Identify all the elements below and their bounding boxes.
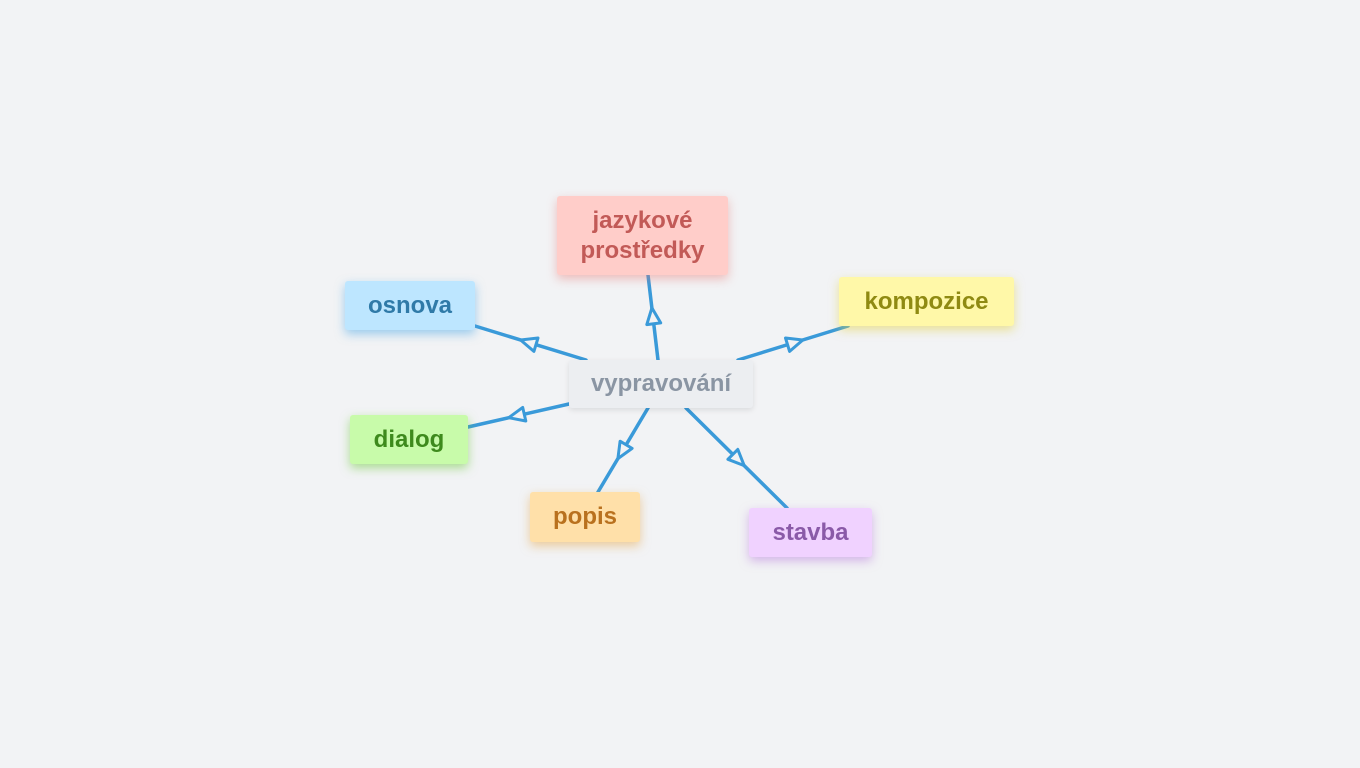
node-label: stavba	[772, 518, 849, 546]
node-label: jazykové prostředky	[580, 206, 705, 264]
arrowhead-dialog	[507, 405, 528, 423]
node-dialog[interactable]: dialog	[350, 415, 468, 464]
node-label: osnova	[367, 291, 453, 319]
node-osnova[interactable]: osnova	[345, 281, 475, 330]
node-label: vypravování	[590, 370, 732, 397]
node-stavba[interactable]: stavba	[749, 508, 872, 557]
arrowhead-kompozice	[784, 336, 805, 353]
arrowhead-osnova	[519, 336, 540, 353]
node-popis[interactable]: popis	[530, 492, 640, 542]
node-label: dialog	[373, 425, 445, 453]
arrowhead-stavba	[726, 447, 746, 468]
node-label: popis	[553, 503, 617, 530]
node-vypravovani[interactable]: vypravování	[569, 360, 753, 408]
node-jazykove-prostredky[interactable]: jazykové prostředky	[557, 196, 728, 275]
arrowhead-jazykove	[645, 306, 663, 327]
arrowhead-popis	[616, 439, 634, 461]
node-kompozice[interactable]: kompozice	[839, 277, 1014, 326]
node-label: kompozice	[864, 287, 989, 315]
